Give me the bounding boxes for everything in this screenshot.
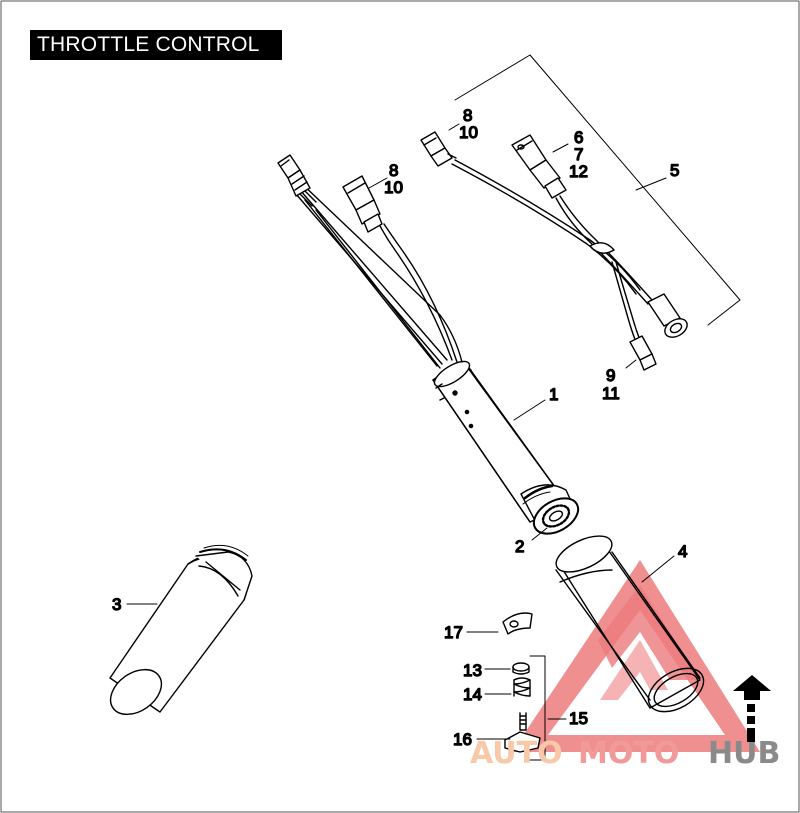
part-13-nut — [512, 662, 530, 675]
diagram-title: THROTTLE CONTROL — [30, 30, 282, 60]
part-17-clip — [502, 612, 533, 635]
connector-left-top — [277, 154, 311, 197]
callout-5: 5 — [670, 161, 679, 180]
callout-1: 1 — [549, 385, 558, 404]
callout-8-left: 8 — [389, 161, 398, 180]
callout-11: 11 — [602, 384, 620, 403]
callout-15: 15 — [569, 709, 588, 728]
callout-6: 6 — [574, 128, 583, 147]
throttle-sleeve-part-1 — [432, 360, 580, 535]
callout-9: 9 — [606, 366, 615, 385]
watermark-text: AUTO MOTO HUB — [470, 736, 780, 771]
callout-12: 12 — [569, 162, 588, 181]
callout-4: 4 — [678, 542, 687, 561]
watermark-logo-triangle — [512, 560, 760, 752]
part-14-spring — [513, 677, 531, 697]
leader-lines — [126, 123, 675, 740]
callout-8-right: 8 — [463, 106, 472, 125]
up-arrow-icon — [733, 675, 771, 742]
watermark-moto: MOTO — [578, 736, 679, 771]
bracket-part-15 — [529, 655, 546, 761]
watermark-auto: AUTO — [470, 736, 563, 771]
callout-13: 13 — [463, 661, 482, 680]
callout-17: 17 — [444, 623, 463, 642]
callout-14: 14 — [463, 685, 482, 704]
callout-labels: 1 2 3 4 5 6 7 12 8 10 8 10 9 11 13 14 15… — [111, 105, 688, 749]
grip-part-3 — [109, 544, 253, 716]
callout-7: 7 — [574, 145, 583, 164]
callout-16: 16 — [453, 730, 472, 749]
part-16-screw — [504, 712, 541, 753]
watermark-hub: HUB — [708, 736, 780, 771]
grip-sleeve-part-4 — [555, 535, 705, 713]
callout-2: 2 — [515, 537, 524, 556]
sleeve-wiring-harness — [295, 181, 463, 369]
callout-3: 3 — [112, 595, 121, 614]
callout-10-left: 10 — [384, 178, 403, 197]
connector-8-10-left — [342, 175, 383, 233]
callout-10-right: 10 — [459, 123, 478, 142]
harness-part-5 — [420, 54, 741, 371]
